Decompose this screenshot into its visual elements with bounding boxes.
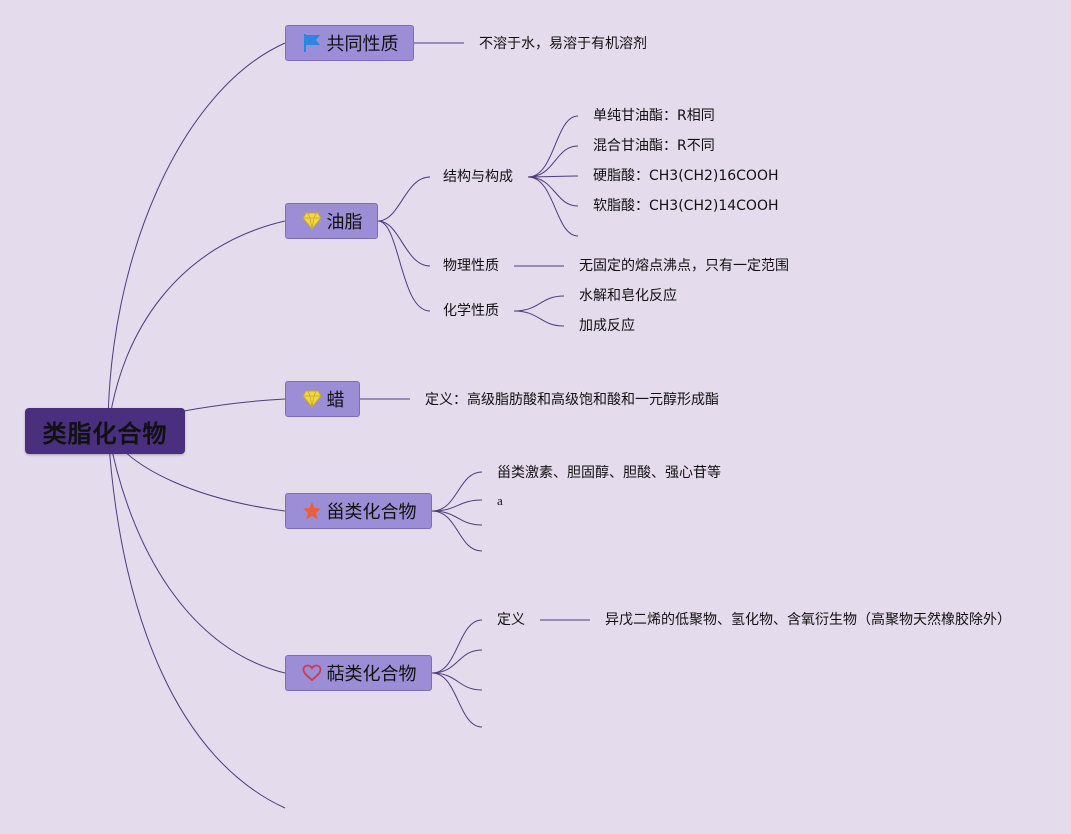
link-structure-5 bbox=[527, 176, 579, 237]
link-root-terpene bbox=[107, 430, 286, 674]
chemical-item-1[interactable]: 水解和皂化反应 bbox=[579, 288, 677, 304]
topic-oil-label: 油脂 bbox=[326, 212, 363, 233]
link-steroid-4 bbox=[431, 510, 483, 552]
link-steroid-2 bbox=[431, 499, 483, 512]
link-steroid-1 bbox=[431, 471, 483, 512]
link-oil-chemical bbox=[377, 220, 431, 312]
link-root-extra bbox=[107, 430, 286, 809]
link-oil-physical bbox=[377, 220, 431, 267]
chemical-item-2[interactable]: 加成反应 bbox=[579, 318, 635, 334]
oil-structure-label[interactable]: 结构与构成 bbox=[443, 169, 513, 185]
oil-chemical-label[interactable]: 化学性质 bbox=[443, 303, 499, 319]
topic-common-label: 共同性质 bbox=[326, 34, 399, 55]
link-root-common bbox=[107, 42, 286, 432]
link-root-oil bbox=[107, 220, 286, 432]
link-structure-1 bbox=[527, 115, 579, 178]
topic-terpene-label: 萜类化合物 bbox=[326, 664, 417, 685]
oil-physical-label[interactable]: 物理性质 bbox=[443, 258, 499, 274]
link-oil-structure bbox=[377, 176, 431, 222]
topic-common-properties[interactable]: 共同性质 bbox=[285, 25, 414, 61]
link-terpene-3 bbox=[431, 672, 483, 691]
topic-terpene[interactable]: 萜类化合物 bbox=[285, 655, 432, 691]
structure-item-3[interactable]: 硬脂酸：CH3(CH2)16COOH bbox=[593, 168, 779, 184]
topic-wax-label: 蜡 bbox=[326, 390, 345, 411]
diamond-icon bbox=[301, 388, 323, 410]
topic-wax[interactable]: 蜡 bbox=[285, 381, 360, 417]
diamond-icon bbox=[301, 210, 323, 232]
common-detail[interactable]: 不溶于水，易溶于有机溶剂 bbox=[479, 36, 647, 52]
terpene-definition-label[interactable]: 定义 bbox=[497, 612, 525, 628]
structure-item-4[interactable]: 软脂酸：CH3(CH2)14COOH bbox=[593, 198, 779, 214]
link-terpene-2 bbox=[431, 649, 483, 674]
link-terpene-4 bbox=[431, 672, 483, 728]
oil-physical-detail[interactable]: 无固定的熔点沸点，只有一定范围 bbox=[579, 258, 789, 274]
steroid-item-1[interactable]: 甾类激素、胆固醇、胆酸、强心苷等 bbox=[497, 465, 721, 481]
link-structure-2 bbox=[527, 145, 579, 178]
flag-icon bbox=[301, 32, 323, 54]
root-node[interactable]: 类脂化合物 bbox=[25, 408, 185, 454]
topic-steroid-label: 甾类化合物 bbox=[326, 502, 417, 523]
root-label: 类脂化合物 bbox=[42, 419, 168, 448]
link-chemical-2 bbox=[513, 310, 565, 327]
link-structure-3 bbox=[527, 175, 579, 178]
topic-steroid[interactable]: 甾类化合物 bbox=[285, 493, 432, 529]
heart-icon bbox=[301, 662, 323, 684]
topic-oil[interactable]: 油脂 bbox=[285, 203, 378, 239]
link-steroid-3 bbox=[431, 510, 483, 526]
steroid-item-2[interactable]: a bbox=[497, 493, 503, 508]
wax-detail[interactable]: 定义：高级脂肪酸和高级饱和酸和一元醇形成酯 bbox=[425, 392, 719, 408]
terpene-definition-detail[interactable]: 异戊二烯的低聚物、氢化物、含氧衍生物（高聚物天然橡胶除外） bbox=[605, 612, 1011, 628]
star-icon bbox=[301, 500, 323, 522]
link-terpene-1 bbox=[431, 619, 483, 674]
structure-item-2[interactable]: 混合甘油酯：R不同 bbox=[593, 138, 715, 154]
link-chemical-1 bbox=[513, 295, 565, 312]
link-structure-4 bbox=[527, 176, 579, 207]
structure-item-1[interactable]: 单纯甘油酯：R相同 bbox=[593, 108, 715, 124]
